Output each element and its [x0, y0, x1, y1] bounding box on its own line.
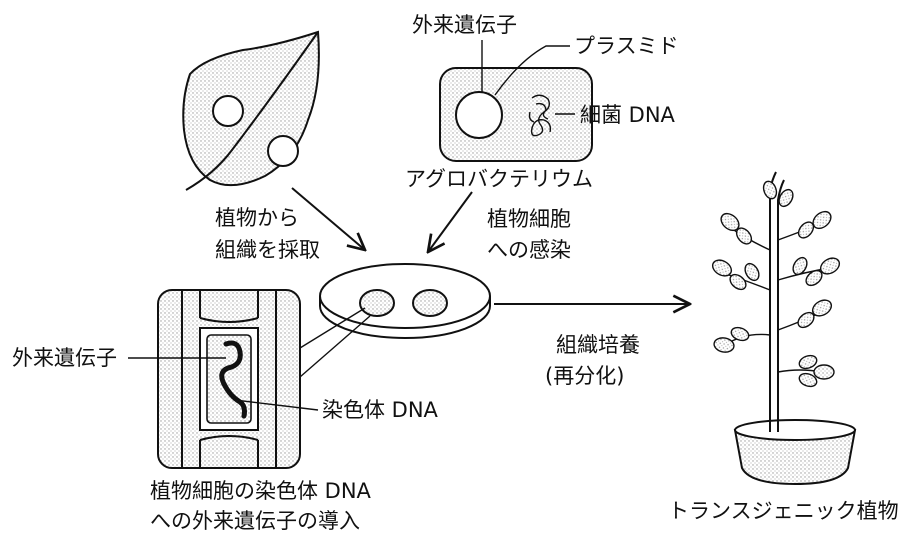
chromosome-dna-strand	[219, 340, 247, 419]
intro-label-line1: 植物細胞の染色体 DNA	[150, 479, 372, 503]
tissue-label-line1: 植物から	[215, 206, 299, 230]
bacterial-dna-label: 細菌 DNA	[580, 103, 676, 127]
bacterial-dna-squiggle	[528, 94, 552, 137]
zoom-line-bottom	[299, 315, 371, 378]
leaf-hole-1	[212, 95, 244, 127]
transgenic-plant-label: トランスジェニック植物	[668, 499, 899, 523]
foreign-gene-top-label: 外来遺伝子	[412, 13, 517, 37]
infection-label-line2: への感染	[487, 238, 571, 262]
chromosome-dna-label: 染色体 DNA	[322, 398, 439, 422]
leaf	[182, 30, 320, 191]
foreign-gene-left-label: 外来遺伝子	[12, 346, 117, 370]
zoom-line-top	[299, 307, 366, 349]
culture-label-line2: (再分化)	[545, 364, 624, 388]
culture-label-line1: 組織培養	[556, 333, 640, 357]
tissue-piece-2	[412, 289, 448, 317]
transgenic-plant	[711, 171, 857, 486]
agrobacterium-cell	[439, 67, 593, 162]
chromosome-dna-leader	[234, 399, 319, 411]
plasmid-circle	[455, 91, 503, 139]
tissue-piece-1	[359, 289, 395, 317]
tissue-label-line2: 組織を採取	[215, 238, 320, 262]
petri-dish	[319, 263, 491, 339]
arrow-infection-to-dish	[428, 191, 473, 252]
plasmid-label: プラスミド	[574, 34, 679, 58]
leaf-hole-2	[267, 135, 299, 167]
infection-label-line1: 植物細胞	[487, 207, 571, 231]
agrobacterium-label: アグロバクテリウム	[405, 167, 593, 191]
arrow-tissue-to-dish	[291, 187, 365, 250]
intro-label-line2: への外来遺伝子の導入	[150, 509, 360, 533]
cell-inset	[157, 289, 301, 469]
plasmid-leader	[494, 45, 570, 96]
